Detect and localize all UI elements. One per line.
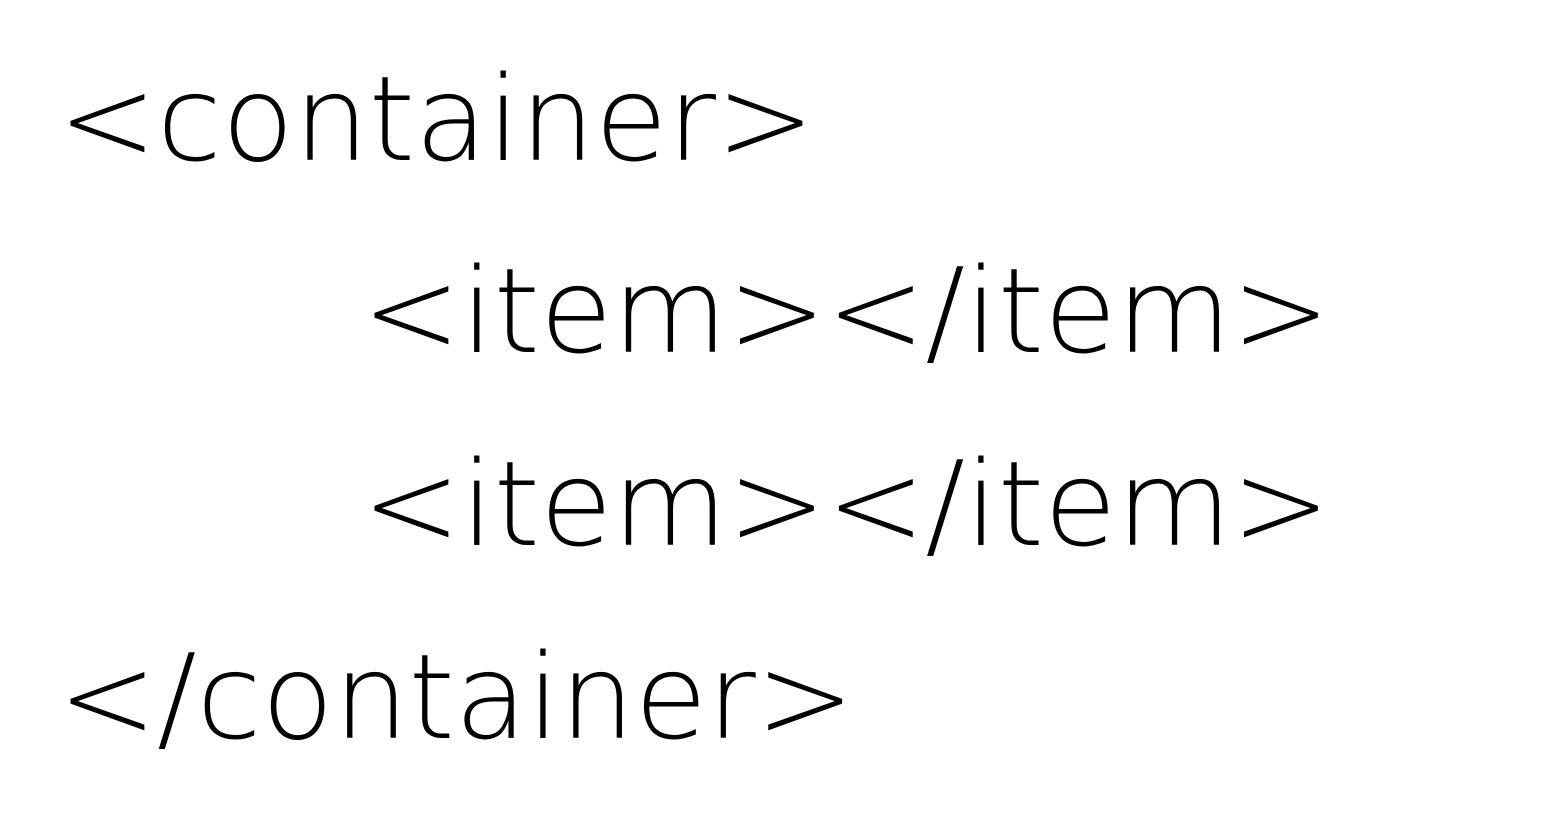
container-close-tag: </container>: [58, 628, 855, 766]
item-element-2: <item></item>: [362, 435, 1331, 573]
container-open-tag: <container>: [58, 50, 815, 188]
item-element-1: <item></item>: [362, 242, 1331, 380]
